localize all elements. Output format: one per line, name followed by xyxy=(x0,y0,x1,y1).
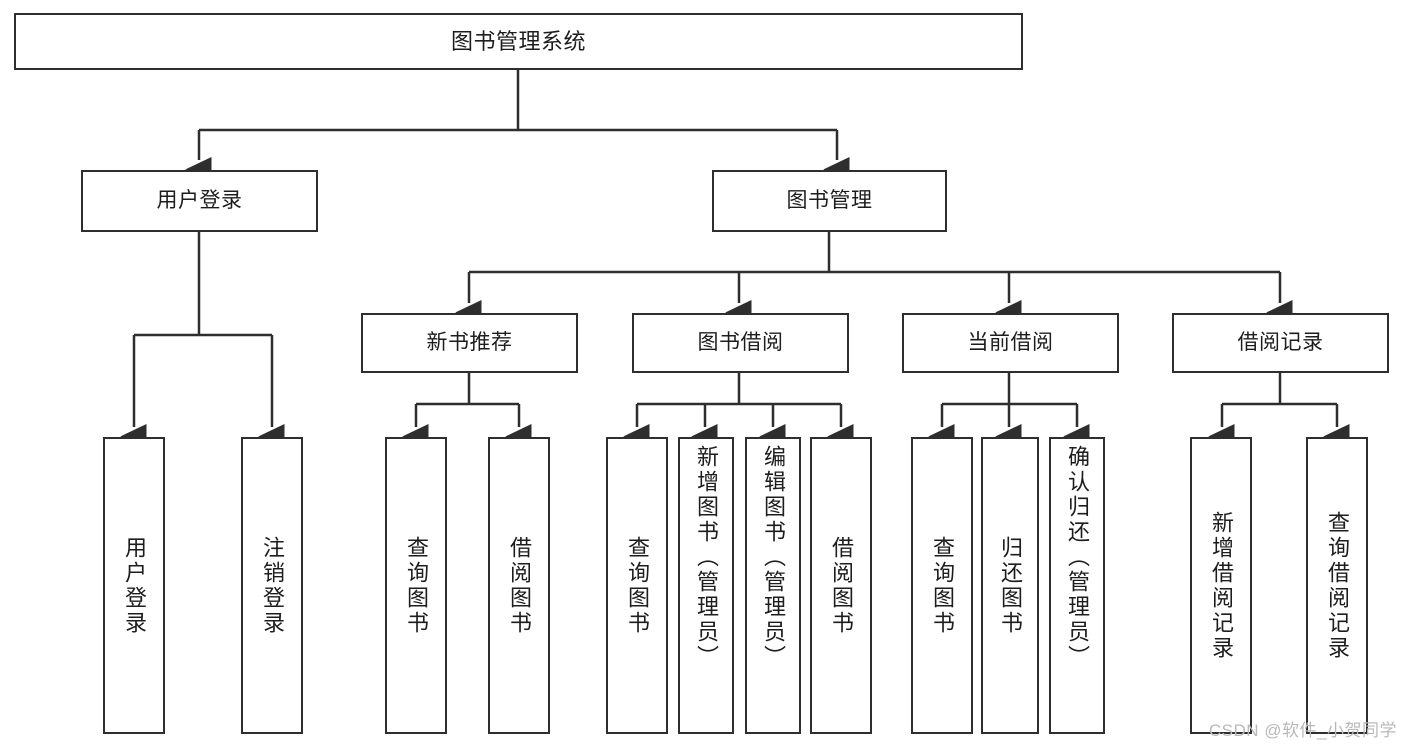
node-query-borrow-record[interactable]: 查询借阅记录 xyxy=(1306,437,1368,734)
node-borrow-record-label: 借阅记录 xyxy=(1237,330,1324,354)
node-user-login-do-label: 用户登录 xyxy=(122,535,147,636)
node-confirm-return[interactable]: 确认归还（管理员） xyxy=(1049,437,1105,734)
node-query-book-2[interactable]: 查询图书 xyxy=(606,437,668,734)
node-borrow-record[interactable]: 借阅记录 xyxy=(1172,313,1389,373)
node-current-borrow[interactable]: 当前借阅 xyxy=(902,313,1119,373)
node-add-book[interactable]: 新增图书（管理员） xyxy=(678,437,734,734)
node-add-borrow-record-label: 新增借阅记录 xyxy=(1209,510,1234,661)
node-query-book-3-label: 查询图书 xyxy=(930,535,955,636)
node-edit-book[interactable]: 编辑图书（管理员） xyxy=(745,437,801,734)
node-book-manage-label: 图书管理 xyxy=(786,188,873,212)
node-user-login-do[interactable]: 用户登录 xyxy=(103,437,165,734)
node-root[interactable]: 图书管理系统 xyxy=(14,13,1023,70)
node-query-book-1[interactable]: 查询图书 xyxy=(385,437,447,734)
node-new-book-recommend-label: 新书推荐 xyxy=(426,330,513,354)
node-borrow-book-2[interactable]: 借阅图书 xyxy=(810,437,872,734)
node-borrow-book-1-label: 借阅图书 xyxy=(507,535,532,636)
node-user-login[interactable]: 用户登录 xyxy=(81,170,318,232)
node-query-book-1-label: 查询图书 xyxy=(404,535,429,636)
node-book-borrow-label: 图书借阅 xyxy=(697,330,784,354)
node-borrow-book-2-label: 借阅图书 xyxy=(829,535,854,636)
node-new-book-recommend[interactable]: 新书推荐 xyxy=(361,313,578,373)
node-user-logout[interactable]: 注销登录 xyxy=(241,437,303,734)
node-query-borrow-record-label: 查询借阅记录 xyxy=(1325,510,1350,661)
csdn-watermark: CSDN @软件_小贺同学 xyxy=(1208,721,1397,740)
node-book-manage[interactable]: 图书管理 xyxy=(712,170,947,232)
node-user-login-label: 用户登录 xyxy=(156,188,243,212)
node-root-label: 图书管理系统 xyxy=(450,28,586,54)
node-user-logout-label: 注销登录 xyxy=(260,535,285,636)
node-confirm-return-label: 确认归还（管理员） xyxy=(1065,445,1090,670)
node-book-borrow[interactable]: 图书借阅 xyxy=(632,313,849,373)
node-query-book-2-label: 查询图书 xyxy=(625,535,650,636)
node-edit-book-label: 编辑图书（管理员） xyxy=(761,445,786,670)
node-add-book-label: 新增图书（管理员） xyxy=(694,445,719,670)
node-return-book-label: 归还图书 xyxy=(998,535,1023,636)
node-add-borrow-record[interactable]: 新增借阅记录 xyxy=(1190,437,1252,734)
node-current-borrow-label: 当前借阅 xyxy=(967,330,1054,354)
node-borrow-book-1[interactable]: 借阅图书 xyxy=(488,437,550,734)
node-query-book-3[interactable]: 查询图书 xyxy=(911,437,973,734)
node-return-book[interactable]: 归还图书 xyxy=(981,437,1039,734)
